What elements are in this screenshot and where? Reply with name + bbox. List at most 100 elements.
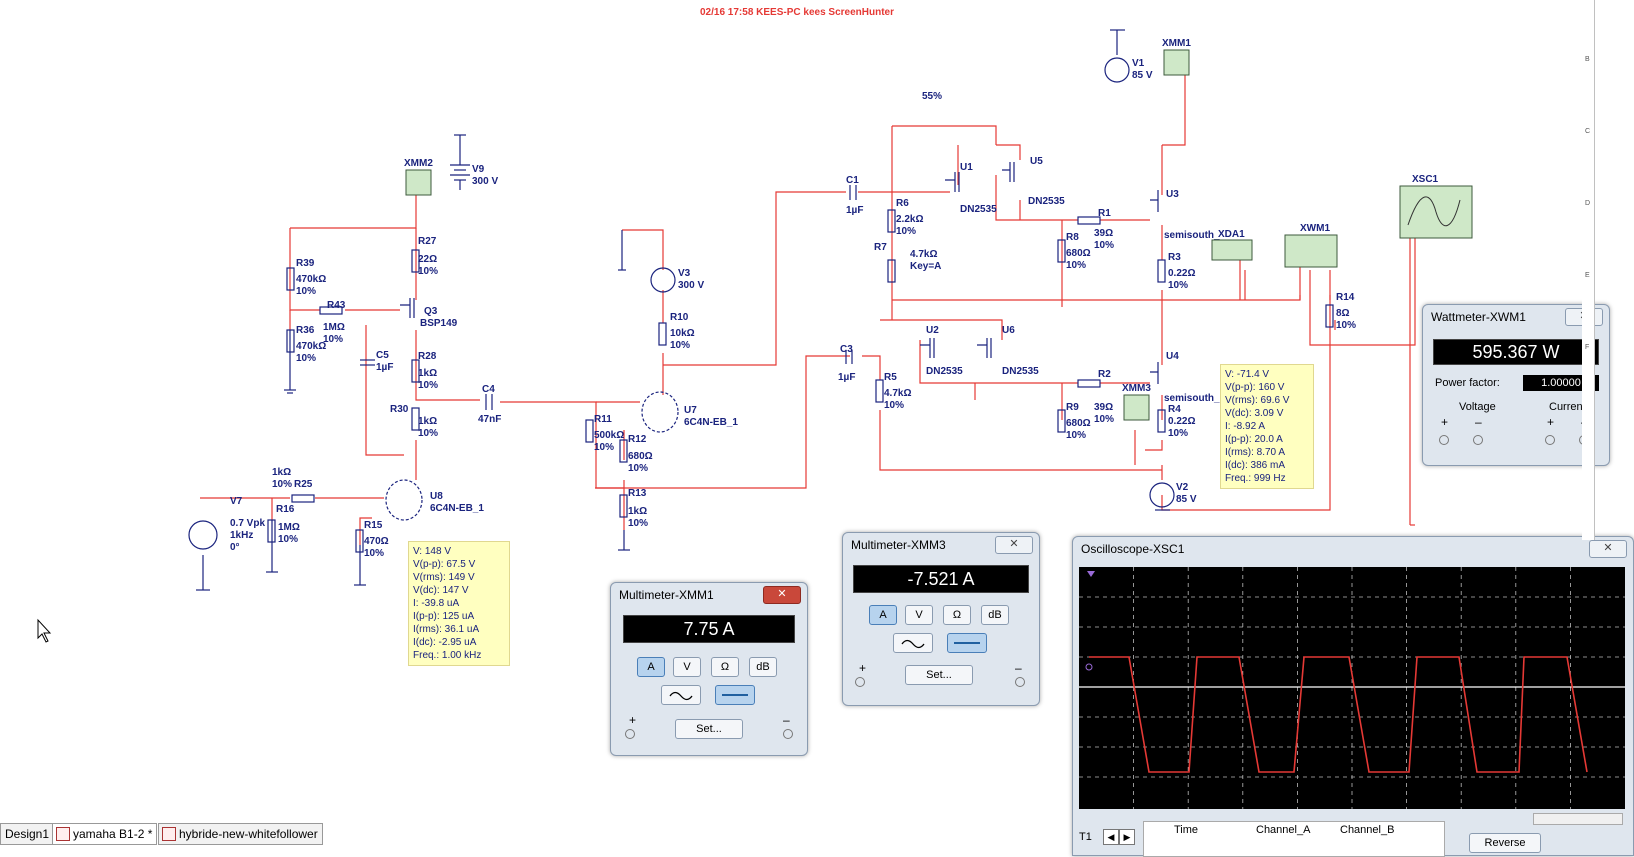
svg-text:R11: R11 xyxy=(594,414,612,425)
schematic-canvas[interactable]: 02/16 17:58 KEES-PC kees ScreenHunter 55… xyxy=(0,0,1582,851)
voltage-minus-terminal[interactable] xyxy=(1473,435,1483,445)
svg-text:DN2535: DN2535 xyxy=(926,366,963,377)
volts-button[interactable]: V xyxy=(673,657,701,677)
wires xyxy=(200,55,1416,545)
multimeter-xmm3-window[interactable]: Multimeter-XMM3 ✕ -7.521 A A V Ω dB + – … xyxy=(842,532,1040,706)
close-button[interactable]: ✕ xyxy=(1589,540,1627,558)
sine-wave-icon xyxy=(669,691,693,701)
svg-text:U8: U8 xyxy=(430,491,443,502)
window-title: Multimeter-XMM3 xyxy=(851,538,946,552)
multimeter-xmm1-window[interactable]: Multimeter-XMM1 ✕ 7.75 A A V Ω dB + – Se… xyxy=(610,582,808,756)
svg-text:1µF: 1µF xyxy=(846,205,863,216)
svg-text:1kΩ: 1kΩ xyxy=(628,506,647,517)
amps-button[interactable]: A xyxy=(637,657,665,677)
svg-text:0.22Ω: 0.22Ω xyxy=(1168,268,1195,279)
tab-design1[interactable]: Design1 xyxy=(0,823,55,845)
svg-text:680Ω: 680Ω xyxy=(1066,248,1091,259)
horizontal-scrollbar[interactable] xyxy=(1533,813,1623,825)
db-button[interactable]: dB xyxy=(981,605,1009,625)
svg-text:300 V: 300 V xyxy=(472,176,498,187)
xmm1-symbol[interactable]: XMM1 xyxy=(1162,38,1191,76)
svg-text:C3: C3 xyxy=(840,344,853,355)
svg-text:10%: 10% xyxy=(1094,240,1114,251)
ohms-button[interactable]: Ω xyxy=(943,605,971,625)
t1-label: T1 xyxy=(1079,831,1092,843)
voltage-plus-terminal[interactable] xyxy=(1439,435,1449,445)
svg-text:DN2535: DN2535 xyxy=(1002,366,1039,377)
db-button[interactable]: dB xyxy=(749,657,777,677)
multimeter-display: -7.521 A xyxy=(853,565,1029,593)
tab-hybride-new-whitefollower[interactable]: hybride-new-whitefollower xyxy=(158,823,323,845)
svg-text:BSP149: BSP149 xyxy=(420,318,458,329)
ac-mode-button[interactable] xyxy=(661,685,701,705)
svg-text:R39: R39 xyxy=(296,258,315,269)
oscilloscope-screen[interactable] xyxy=(1079,567,1625,809)
svg-text:R14: R14 xyxy=(1336,292,1355,303)
svg-text:R6: R6 xyxy=(896,198,909,209)
current-plus-terminal[interactable] xyxy=(1545,435,1555,445)
svg-text:semisouth_: semisouth_ xyxy=(1164,230,1220,241)
reverse-button[interactable]: Reverse xyxy=(1469,833,1541,853)
svg-text:1µF: 1µF xyxy=(838,372,855,383)
xwm1-symbol[interactable]: XWM1 xyxy=(1284,223,1338,268)
oscilloscope-xsc1-window[interactable]: Oscilloscope-XSC1 ✕ T1 ◀ ▶ Time Channel_… xyxy=(1072,536,1634,857)
component-labels: V9 300 V R27 22Ω 10% R39 470kΩ 10% R43 1… xyxy=(230,58,1356,559)
right-ruler xyxy=(1582,0,1595,540)
schematic-file-icon xyxy=(56,827,70,841)
ohms-button[interactable]: Ω xyxy=(711,657,739,677)
ruler-mark: E xyxy=(1585,272,1590,279)
svg-text:R7: R7 xyxy=(874,242,887,253)
wattmeter-display: 595.367 W xyxy=(1433,339,1599,365)
tab-yamaha-b1-2[interactable]: yamaha B1-2 * xyxy=(52,823,158,845)
svg-text:DN2535: DN2535 xyxy=(1028,196,1065,207)
tab-label: yamaha B1-2 * xyxy=(73,827,153,841)
xda1-symbol[interactable]: XDA1 xyxy=(1211,229,1253,261)
svg-text:300 V: 300 V xyxy=(678,280,704,291)
set-button[interactable]: Set... xyxy=(675,719,743,739)
svg-text:10kΩ: 10kΩ xyxy=(670,328,695,339)
svg-text:U7: U7 xyxy=(684,405,697,416)
plus-terminal[interactable] xyxy=(855,677,865,687)
xmm2-symbol[interactable]: XMM2 xyxy=(404,158,433,196)
svg-text:R25: R25 xyxy=(294,479,313,490)
volts-button[interactable]: V xyxy=(905,605,933,625)
xsc1-symbol[interactable]: XSC1 xyxy=(1399,174,1473,239)
close-button[interactable]: ✕ xyxy=(995,536,1033,554)
svg-text:R9: R9 xyxy=(1066,402,1079,413)
svg-text:2.2kΩ: 2.2kΩ xyxy=(896,214,923,225)
amps-button[interactable]: A xyxy=(869,605,897,625)
channel-a-trace xyxy=(1089,656,1588,773)
svg-text:10%: 10% xyxy=(296,286,316,297)
svg-text:R1: R1 xyxy=(1098,208,1111,219)
svg-text:0.22Ω: 0.22Ω xyxy=(1168,416,1195,427)
svg-text:XMM1: XMM1 xyxy=(1162,38,1191,49)
xmm3-symbol[interactable]: XMM3 xyxy=(1122,383,1151,421)
set-button[interactable]: Set... xyxy=(905,665,973,685)
minus-terminal-label: – xyxy=(1015,661,1022,675)
t1-left-arrow-button[interactable]: ◀ xyxy=(1103,829,1119,845)
ac-mode-button[interactable] xyxy=(893,633,933,653)
svg-text:R36: R36 xyxy=(296,325,315,336)
cursor-readout-table: Time Channel_A Channel_B xyxy=(1143,821,1445,857)
svg-text:10%: 10% xyxy=(323,334,343,345)
dc-mode-button[interactable] xyxy=(715,685,755,705)
svg-text:1MΩ: 1MΩ xyxy=(278,522,300,533)
svg-text:470kΩ: 470kΩ xyxy=(296,274,326,285)
svg-text:U3: U3 xyxy=(1166,189,1179,200)
minus-terminal[interactable] xyxy=(783,729,793,739)
svg-text:470Ω: 470Ω xyxy=(364,536,389,547)
mouse-cursor-icon xyxy=(37,618,52,643)
t1-right-arrow-button[interactable]: ▶ xyxy=(1119,829,1135,845)
svg-text:Q3: Q3 xyxy=(424,306,438,317)
svg-text:R2: R2 xyxy=(1098,369,1111,380)
sine-wave-icon xyxy=(901,639,925,649)
close-button[interactable]: ✕ xyxy=(763,586,801,604)
dc-mode-button[interactable] xyxy=(947,633,987,653)
plus-terminal[interactable] xyxy=(625,729,635,739)
minus-terminal[interactable] xyxy=(1015,677,1025,687)
svg-text:10%: 10% xyxy=(1066,260,1086,271)
svg-text:R8: R8 xyxy=(1066,232,1079,243)
svg-text:10%: 10% xyxy=(1168,428,1188,439)
